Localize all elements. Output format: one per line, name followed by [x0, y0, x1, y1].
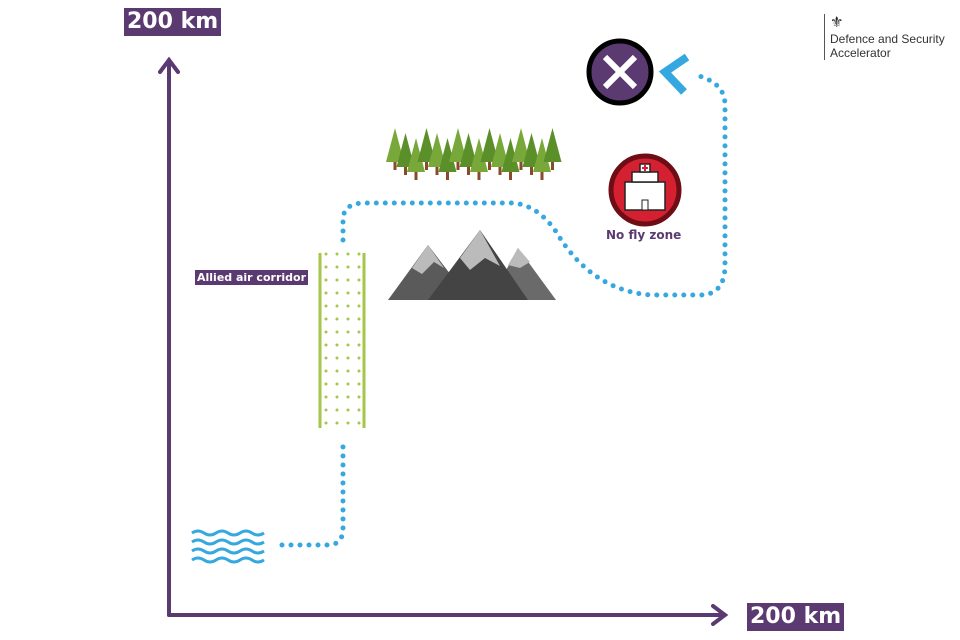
y-axis: [158, 56, 180, 617]
logo-line2: Accelerator: [830, 46, 891, 60]
water-icon: [191, 529, 265, 564]
corridor-label: Allied air corridor: [195, 270, 308, 285]
x-axis: [167, 604, 729, 626]
hospital-icon: [608, 153, 682, 227]
air-corridor: [318, 252, 366, 428]
no-fly-zone-label: No fly zone: [606, 228, 682, 242]
crest-icon: ⚜: [830, 14, 844, 31]
axes: [158, 56, 729, 626]
dasa-logo: ⚜ Defence and Security Accelerator: [824, 14, 945, 60]
forest-icon: [386, 128, 562, 180]
arrowhead-icon: [658, 53, 690, 95]
logo-line1: Defence and Security: [830, 32, 945, 46]
mountains-icon: [388, 230, 556, 300]
flight-route: [279, 72, 728, 548]
x-axis-label: 200 km: [747, 603, 845, 631]
target-x-icon: [586, 38, 654, 106]
y-axis-label: 200 km: [124, 8, 222, 36]
